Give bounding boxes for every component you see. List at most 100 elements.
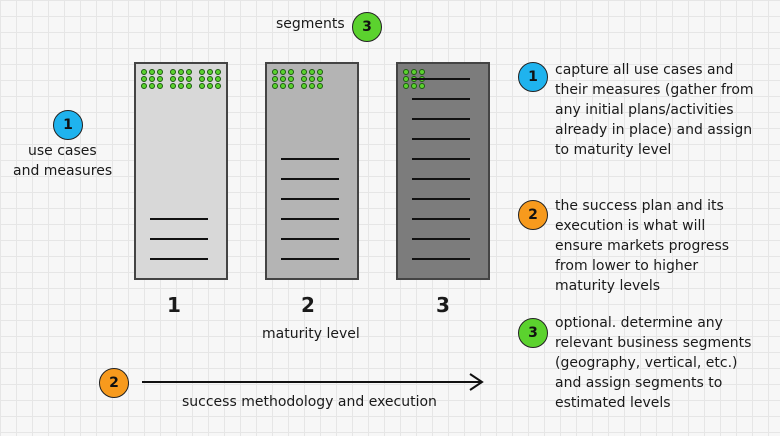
segments-badge: 3	[352, 12, 382, 42]
measure-line	[412, 218, 470, 220]
segment-dot	[141, 83, 147, 89]
segment-dot	[272, 83, 278, 89]
segment-dot	[186, 69, 192, 75]
segment-dot	[207, 76, 213, 82]
note-line: to maturity level	[555, 142, 672, 158]
segment-dot	[288, 83, 294, 89]
segment-dot	[419, 83, 425, 89]
measure-line	[412, 78, 470, 80]
measure-line	[281, 238, 339, 240]
segments-label: segments	[276, 16, 345, 32]
segment-dot	[317, 69, 323, 75]
note-line: and assign segments to	[555, 375, 723, 391]
segment-dot	[419, 69, 425, 75]
segment-dot	[178, 69, 184, 75]
segment-dot	[272, 69, 278, 75]
note-1-text: capture all use cases and their measures …	[555, 60, 777, 160]
use-cases-badge: 1	[53, 110, 83, 140]
maturity-column-2	[265, 62, 359, 280]
segment-dot	[178, 76, 184, 82]
segment-dot	[411, 83, 417, 89]
segment-dot	[199, 76, 205, 82]
note-1-badge: 1	[518, 62, 548, 92]
segment-dot	[280, 69, 286, 75]
measure-line	[281, 198, 339, 200]
segment-dot	[280, 76, 286, 82]
methodology-label: success methodology and execution	[182, 394, 437, 410]
note-line: estimated levels	[555, 395, 671, 411]
segment-dot	[170, 76, 176, 82]
segment-dot	[403, 76, 409, 82]
note-line: their measures (gather from	[555, 82, 754, 98]
note-line: already in place) and assign	[555, 122, 753, 138]
measure-line	[412, 98, 470, 100]
segment-dot	[149, 83, 155, 89]
segment-dot	[199, 83, 205, 89]
segment-dot	[215, 83, 221, 89]
note-line: from lower to higher	[555, 258, 699, 274]
segment-dot	[215, 69, 221, 75]
measure-line	[412, 138, 470, 140]
segment-dot	[288, 76, 294, 82]
segment-dot	[272, 76, 278, 82]
column-number-2: 2	[301, 293, 315, 317]
measure-line	[412, 158, 470, 160]
segment-dot	[215, 76, 221, 82]
measure-line	[150, 238, 208, 240]
maturity-column-3	[396, 62, 490, 280]
note-line: execution is what will	[555, 218, 706, 234]
measure-line	[281, 158, 339, 160]
segment-dot	[141, 69, 147, 75]
segment-dot	[309, 83, 315, 89]
maturity-level-label: maturity level	[262, 326, 360, 342]
measure-line	[150, 258, 208, 260]
column-number-1: 1	[167, 293, 181, 317]
segment-dot	[309, 76, 315, 82]
segment-dot	[149, 76, 155, 82]
measure-line	[412, 258, 470, 260]
measure-line	[150, 218, 208, 220]
segment-dot	[301, 76, 307, 82]
segment-dot	[301, 69, 307, 75]
segment-dot	[170, 83, 176, 89]
segment-dot	[301, 83, 307, 89]
note-line: capture all use cases and	[555, 62, 734, 78]
segment-dot	[157, 83, 163, 89]
measure-line	[412, 198, 470, 200]
note-3-badge: 3	[518, 318, 548, 348]
maturity-column-1	[134, 62, 228, 280]
measure-line	[281, 218, 339, 220]
segment-dot	[309, 69, 315, 75]
segment-dot	[207, 83, 213, 89]
note-line: optional. determine any	[555, 315, 723, 331]
measure-line	[281, 258, 339, 260]
segment-dot	[149, 69, 155, 75]
measure-line	[412, 178, 470, 180]
note-2-badge: 2	[518, 200, 548, 230]
segment-dot	[170, 69, 176, 75]
measure-line	[412, 238, 470, 240]
segment-dot	[186, 83, 192, 89]
segment-dot	[157, 76, 163, 82]
note-line: the success plan and its	[555, 198, 724, 214]
progress-arrow	[142, 373, 484, 391]
segment-dot	[403, 69, 409, 75]
segment-dot	[178, 83, 184, 89]
segment-dot	[157, 69, 163, 75]
segment-dot	[141, 76, 147, 82]
segment-dot	[199, 69, 205, 75]
segment-dot	[403, 83, 409, 89]
note-line: any initial plans/activities	[555, 102, 734, 118]
column-number-3: 3	[436, 293, 450, 317]
note-line: maturity levels	[555, 278, 661, 294]
use-cases-label-line2: and measures	[13, 163, 113, 179]
segment-dot	[317, 76, 323, 82]
segment-dot	[317, 83, 323, 89]
segment-dot	[186, 76, 192, 82]
segment-dot	[288, 69, 294, 75]
methodology-badge: 2	[99, 368, 129, 398]
note-line: ensure markets progress	[555, 238, 730, 254]
note-2-text: the success plan and its execution is wha…	[555, 196, 777, 296]
use-cases-label-line1: use cases	[28, 143, 97, 159]
segment-dot	[207, 69, 213, 75]
